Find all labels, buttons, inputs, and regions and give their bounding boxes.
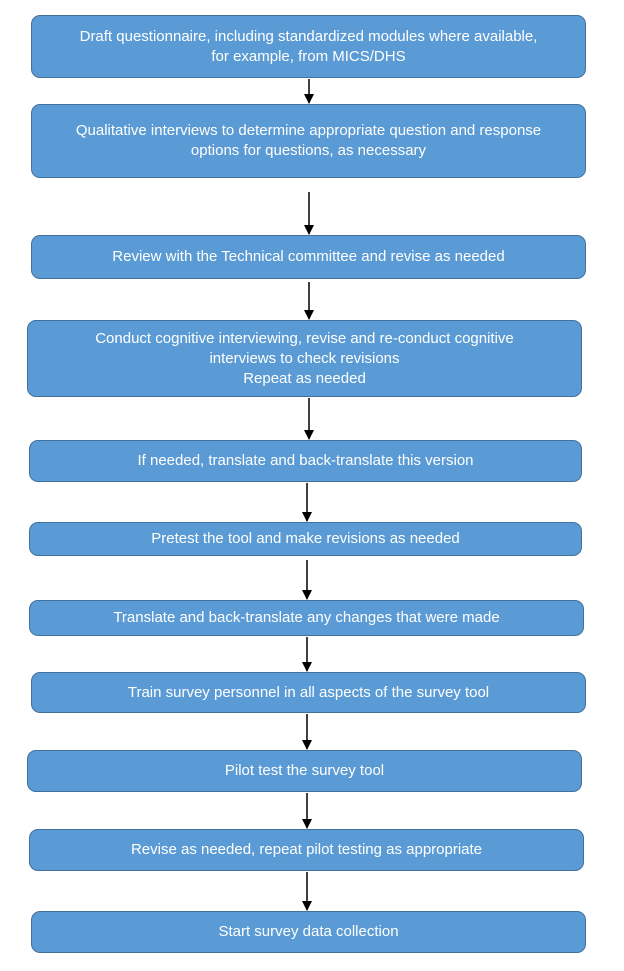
step-6-line-1: Pretest the tool and make revisions as n… — [151, 530, 460, 547]
step-6-box: Pretest the tool and make revisions as n… — [29, 522, 582, 556]
step-5-line-1: If needed, translate and back-translate … — [137, 452, 474, 469]
step-7-line-1: Translate and back-translate any changes… — [113, 609, 500, 626]
step-4-line-1: Conduct cognitive interviewing, revise a… — [95, 329, 514, 347]
step-1-box: Draft questionnaire, including standardi… — [31, 15, 586, 78]
step-11-line-1: Start survey data collection — [218, 923, 399, 940]
step-9-box: Pilot test the survey tool — [27, 750, 582, 792]
step-1-line-1: Draft questionnaire, including standardi… — [79, 27, 538, 45]
step-4-line-2: interviews to check revisions — [209, 349, 400, 367]
step-2-line-2: options for questions, as necessary — [190, 142, 427, 159]
step-5-box: If needed, translate and back-translate … — [29, 440, 582, 482]
step-2-line-1: Qualitative interviews to determine appr… — [75, 122, 542, 139]
step-7-box: Translate and back-translate any changes… — [29, 600, 584, 636]
step-10-line-1: Revise as needed, repeat pilot testing a… — [130, 841, 483, 858]
step-4-line-3: Repeat as needed — [243, 369, 366, 387]
step-11-box: Start survey data collection — [31, 911, 586, 953]
step-3-box: Review with the Technical committee and … — [31, 235, 586, 279]
step-8-line-1: Train survey personnel in all aspects of… — [127, 683, 490, 701]
step-10-box: Revise as needed, repeat pilot testing a… — [29, 829, 584, 871]
step-2-box: Qualitative interviews to determine appr… — [31, 104, 586, 178]
step-4-box: Conduct cognitive interviewing, revise a… — [27, 320, 582, 397]
step-1-line-2: for example, from MICS/DHS — [211, 47, 406, 65]
step-3-line-1: Review with the Technical committee and … — [112, 248, 505, 265]
step-8-box: Train survey personnel in all aspects of… — [31, 672, 586, 713]
step-9-line-1: Pilot test the survey tool — [224, 762, 385, 779]
